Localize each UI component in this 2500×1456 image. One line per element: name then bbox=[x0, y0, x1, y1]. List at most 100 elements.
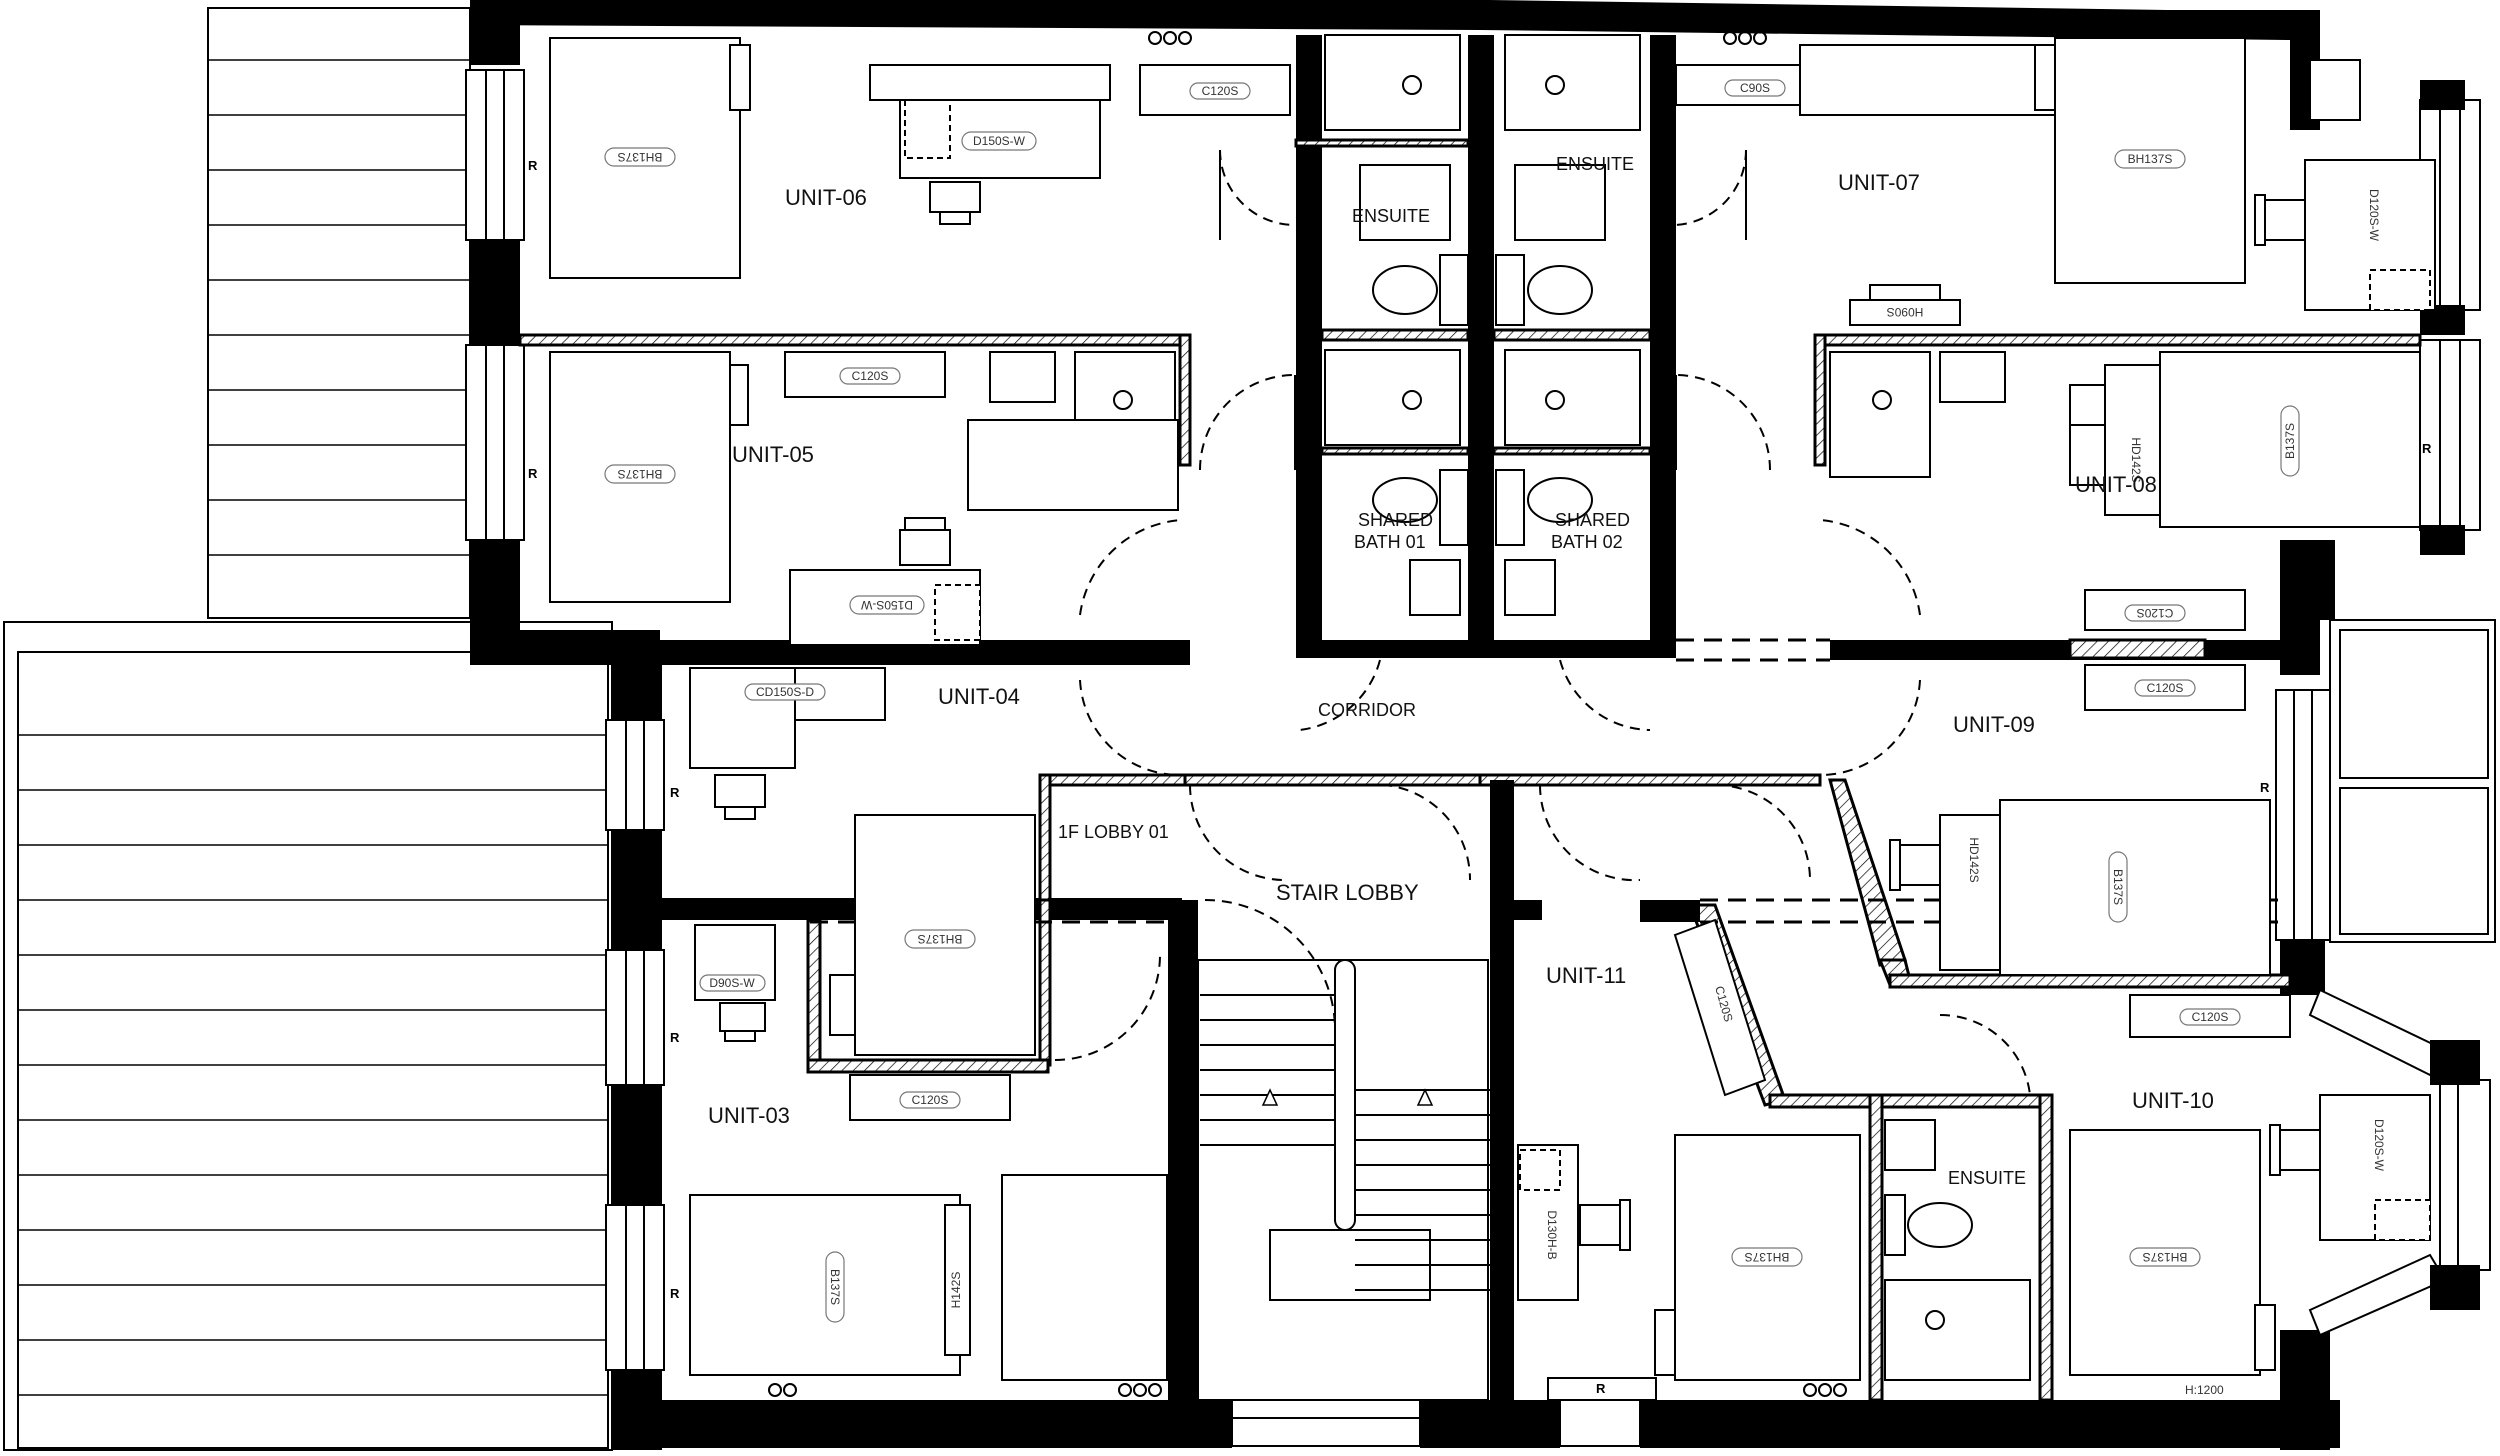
bed-unit-07: BH137S bbox=[2034, 37, 2246, 284]
furniture: BH137S D150S-W C120S BH137S C120S bbox=[549, 31, 2436, 1397]
desk-unit-03: D90S-W bbox=[694, 924, 776, 1042]
window-unit-08: R bbox=[2419, 339, 2481, 555]
toilet-shared-bath-01 bbox=[1372, 469, 1469, 546]
headboard-unit-08: HD142S bbox=[2069, 364, 2161, 516]
radiator-mark: R bbox=[670, 1286, 680, 1301]
chest-unit-11: C120S bbox=[1673, 918, 1767, 1097]
label-shared-bath-01-line1: SHARED bbox=[1358, 510, 1433, 530]
desk-unit-07: D120S-W bbox=[2254, 159, 2436, 311]
radiator-mark: R bbox=[2422, 441, 2432, 456]
shower-unit-08 bbox=[1829, 351, 1931, 478]
label-corridor: CORRIDOR bbox=[1318, 700, 1416, 720]
svg-text:C120S: C120S bbox=[852, 369, 889, 383]
basin-ensuite-right bbox=[1514, 164, 1606, 241]
windows: R R R R R bbox=[465, 59, 2491, 1447]
svg-text:D130H-B: D130H-B bbox=[1545, 1210, 1559, 1259]
shower-shared-bath-01 bbox=[1324, 349, 1461, 446]
svg-text:HD142S: HD142S bbox=[1967, 837, 1981, 882]
radiator-mark: R bbox=[1596, 1381, 1606, 1396]
basin-ensuite-left bbox=[1359, 164, 1451, 241]
svg-text:C120S: C120S bbox=[2192, 1010, 2229, 1024]
basin-shared-bath-01 bbox=[1409, 559, 1461, 616]
label-unit-05: UNIT-05 bbox=[732, 442, 814, 467]
bed-unit-09: B137S bbox=[1999, 799, 2271, 976]
height-note: H:1200 bbox=[2185, 1383, 2224, 1397]
svg-text:CD150S-D: CD150S-D bbox=[756, 685, 814, 699]
label-unit-09: UNIT-09 bbox=[1953, 712, 2035, 737]
toilet-unit-10 bbox=[1884, 1194, 1973, 1256]
svg-text:D120S-W: D120S-W bbox=[2372, 1119, 2386, 1172]
label-shared-bath-01-line2: BATH 01 bbox=[1354, 532, 1426, 552]
window-unit-03-upper: R bbox=[605, 949, 680, 1086]
staircase bbox=[1197, 959, 1490, 1401]
svg-text:BH137S: BH137S bbox=[2143, 1250, 2188, 1264]
radiator-mark: R bbox=[670, 1030, 680, 1045]
svg-text:B137S: B137S bbox=[828, 1269, 842, 1305]
label-1f-lobby-01: 1F LOBBY 01 bbox=[1058, 822, 1169, 842]
label-ensuite-unit-10: ENSUITE bbox=[1948, 1168, 2026, 1188]
shower-unit-10 bbox=[1884, 1279, 2031, 1381]
svg-text:B137S: B137S bbox=[2111, 869, 2125, 905]
svg-text:B137S: B137S bbox=[2283, 423, 2297, 459]
radiator-mark: R bbox=[2260, 780, 2270, 795]
window-stair bbox=[1231, 1399, 1421, 1447]
svg-text:H142S: H142S bbox=[949, 1272, 963, 1309]
desk-unit-09: HD142S bbox=[1889, 814, 2001, 971]
roof-terrace-left bbox=[207, 7, 471, 619]
window-unit-11: R bbox=[1547, 1377, 1657, 1447]
svg-text:C120S: C120S bbox=[1202, 84, 1239, 98]
toilet-ensuite-right bbox=[1495, 254, 1593, 326]
basin-shared-bath-02 bbox=[1504, 559, 1556, 616]
label-unit-06: UNIT-06 bbox=[785, 185, 867, 210]
svg-text:D150S-W: D150S-W bbox=[973, 134, 1026, 148]
shower-shared-bath-02 bbox=[1504, 349, 1641, 446]
bed-unit-06: BH137S bbox=[549, 37, 751, 279]
chest-unit-03: C120S bbox=[849, 1074, 1011, 1121]
svg-text:BH137S: BH137S bbox=[2128, 152, 2173, 166]
shower-ensuite-right bbox=[1504, 34, 1641, 131]
bed-unit-04: BH137S bbox=[829, 814, 1036, 1056]
headboard-unit-03: H142S bbox=[944, 1204, 971, 1356]
window-unit-06: R bbox=[465, 69, 538, 241]
svg-text:BH137S: BH137S bbox=[618, 150, 663, 164]
desk-unit-11: D130H-B bbox=[1517, 1144, 1631, 1301]
label-stair-lobby: STAIR LOBBY bbox=[1276, 880, 1419, 905]
svg-text:C120S: C120S bbox=[2137, 606, 2174, 620]
svg-text:D150S-W: D150S-W bbox=[860, 598, 913, 612]
svg-text:C90S: C90S bbox=[1740, 81, 1770, 95]
toilet-shared-bath-02 bbox=[1495, 469, 1593, 546]
bed-unit-05: BH137S bbox=[549, 351, 749, 603]
chest-unit-09-a: C120S bbox=[2084, 589, 2246, 631]
svg-text:BH137S: BH137S bbox=[618, 467, 663, 481]
roof-terrace-lower-left bbox=[3, 621, 613, 1451]
svg-text:BH137S: BH137S bbox=[1745, 1250, 1790, 1264]
label-shared-bath-02-line1: SHARED bbox=[1555, 510, 1630, 530]
svg-text:D90S-W: D90S-W bbox=[709, 976, 755, 990]
label-shared-bath-02-line2: BATH 02 bbox=[1551, 532, 1623, 552]
label-ensuite-left: ENSUITE bbox=[1352, 206, 1430, 226]
radiator-mark: R bbox=[528, 158, 538, 173]
label-unit-03: UNIT-03 bbox=[708, 1103, 790, 1128]
toilet-ensuite-left bbox=[1372, 254, 1469, 326]
basin-unit-05 bbox=[989, 351, 1056, 403]
label-unit-10: UNIT-10 bbox=[2132, 1088, 2214, 1113]
radiator-mark: R bbox=[670, 785, 680, 800]
radiator-mark: R bbox=[528, 466, 538, 481]
basin-unit-08 bbox=[1939, 351, 2006, 403]
label-unit-04: UNIT-04 bbox=[938, 684, 1020, 709]
svg-text:C120S: C120S bbox=[2147, 681, 2184, 695]
svg-text:H:1200: H:1200 bbox=[2185, 1383, 2224, 1397]
label-unit-11: UNIT-11 bbox=[1546, 963, 1626, 988]
basin-unit-10 bbox=[1884, 1119, 1936, 1171]
bed-unit-03: B137S bbox=[689, 1194, 961, 1376]
window-unit-03-lower: R bbox=[605, 1204, 680, 1371]
headboard-unit-07: H090S bbox=[1849, 284, 1961, 326]
desk-unit-05: D150S-W bbox=[789, 517, 981, 646]
svg-text:C120S: C120S bbox=[912, 1093, 949, 1107]
svg-text:BH137S: BH137S bbox=[918, 932, 963, 946]
window-unit-04: R bbox=[605, 719, 680, 831]
label-unit-07: UNIT-07 bbox=[1838, 170, 1920, 195]
svg-text:H090S: H090S bbox=[1887, 305, 1924, 319]
desk-unit-04: CD150S-D bbox=[689, 667, 886, 820]
